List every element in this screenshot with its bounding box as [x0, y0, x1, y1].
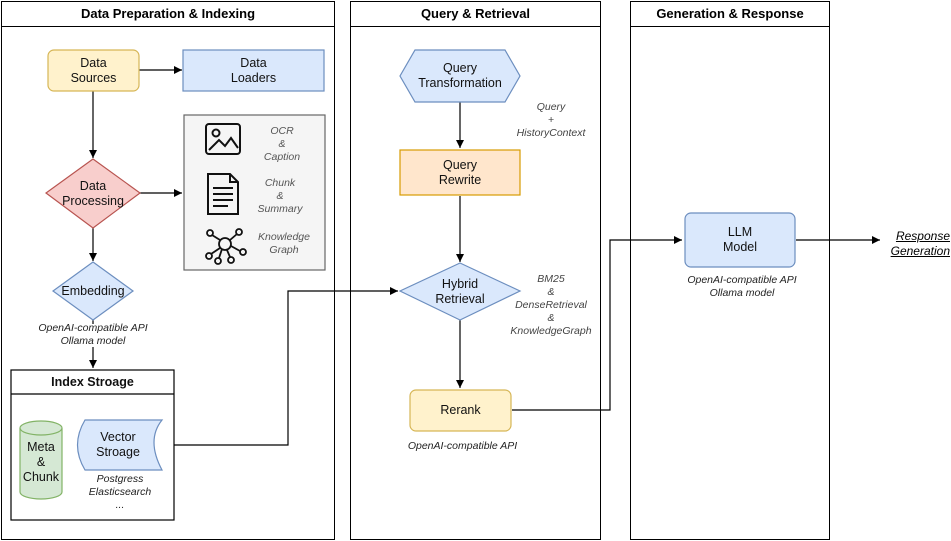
vector-storage-note: Postgress Elasticsearch ...: [88, 473, 152, 511]
vector-storage-node: Vector Stroage: [96, 430, 140, 459]
query-rewrite-node: Query Rewrite: [438, 157, 482, 187]
processing-item-chunk-label: Chunk & Summary: [257, 177, 303, 215]
llm-model-note: OpenAI-compatible API Ollama model: [687, 274, 797, 299]
data-sources-shape: [47, 49, 140, 92]
embedding-shape: [51, 261, 135, 321]
hybrid-retrieval-shape: [398, 262, 522, 321]
rerank-note: OpenAI-compatible API: [407, 440, 518, 452]
embedding-note: OpenAI-compatible API Ollama model: [38, 322, 148, 347]
index-storage-title: Index Stroage: [51, 374, 134, 389]
arrow-rerank-to-llm: [512, 236, 682, 411]
processing-item-ocr-label: OCR & Caption: [263, 125, 301, 163]
image-icon: [205, 123, 241, 155]
data-loaders-node: Data Loaders: [230, 55, 277, 85]
hybrid-retrieval-node: Hybrid Retrieval: [435, 276, 485, 306]
rerank-node: Rerank: [440, 403, 481, 417]
query-rewrite-shape: [399, 149, 521, 196]
rerank-shape: [409, 389, 512, 432]
processing-item-kg-label: Knowledge Graph: [258, 231, 310, 256]
meta-chunk-node: Meta & Chunk: [22, 439, 60, 484]
data-loaders-shape: [182, 49, 325, 92]
vector-storage-shape: [76, 419, 164, 471]
document-icon: [207, 173, 239, 215]
panel-title-query-retrieval: Query & Retrieval: [351, 2, 600, 27]
query-transformation-node: Query Transformation: [418, 61, 502, 90]
panel-title-generation: Generation & Response: [631, 2, 829, 27]
query-transformation-shape: [399, 49, 521, 103]
llm-model-shape: [684, 212, 796, 268]
arrow-vector-to-retrieval: [174, 287, 398, 446]
data-processing-shape: [44, 158, 142, 229]
data-processing-node: Data Processing: [62, 178, 124, 208]
retrieval-methods-note: BM25 & DenseRetrieval & KnowledgeGraph: [510, 273, 592, 337]
data-sources-node: Data Sources: [70, 55, 117, 85]
panel-generation: Generation & Response: [630, 1, 830, 540]
embedding-node: Embedding: [61, 283, 125, 298]
response-generation-label: Response Generation: [890, 229, 950, 258]
llm-model-node: LLM Model: [722, 225, 758, 254]
knowledge-graph-icon: [205, 228, 247, 265]
panel-title-data-preparation: Data Preparation & Indexing: [2, 2, 334, 27]
meta-chunk-shape: [19, 428, 63, 500]
query-context-note: Query + HistoryContext: [516, 101, 586, 139]
